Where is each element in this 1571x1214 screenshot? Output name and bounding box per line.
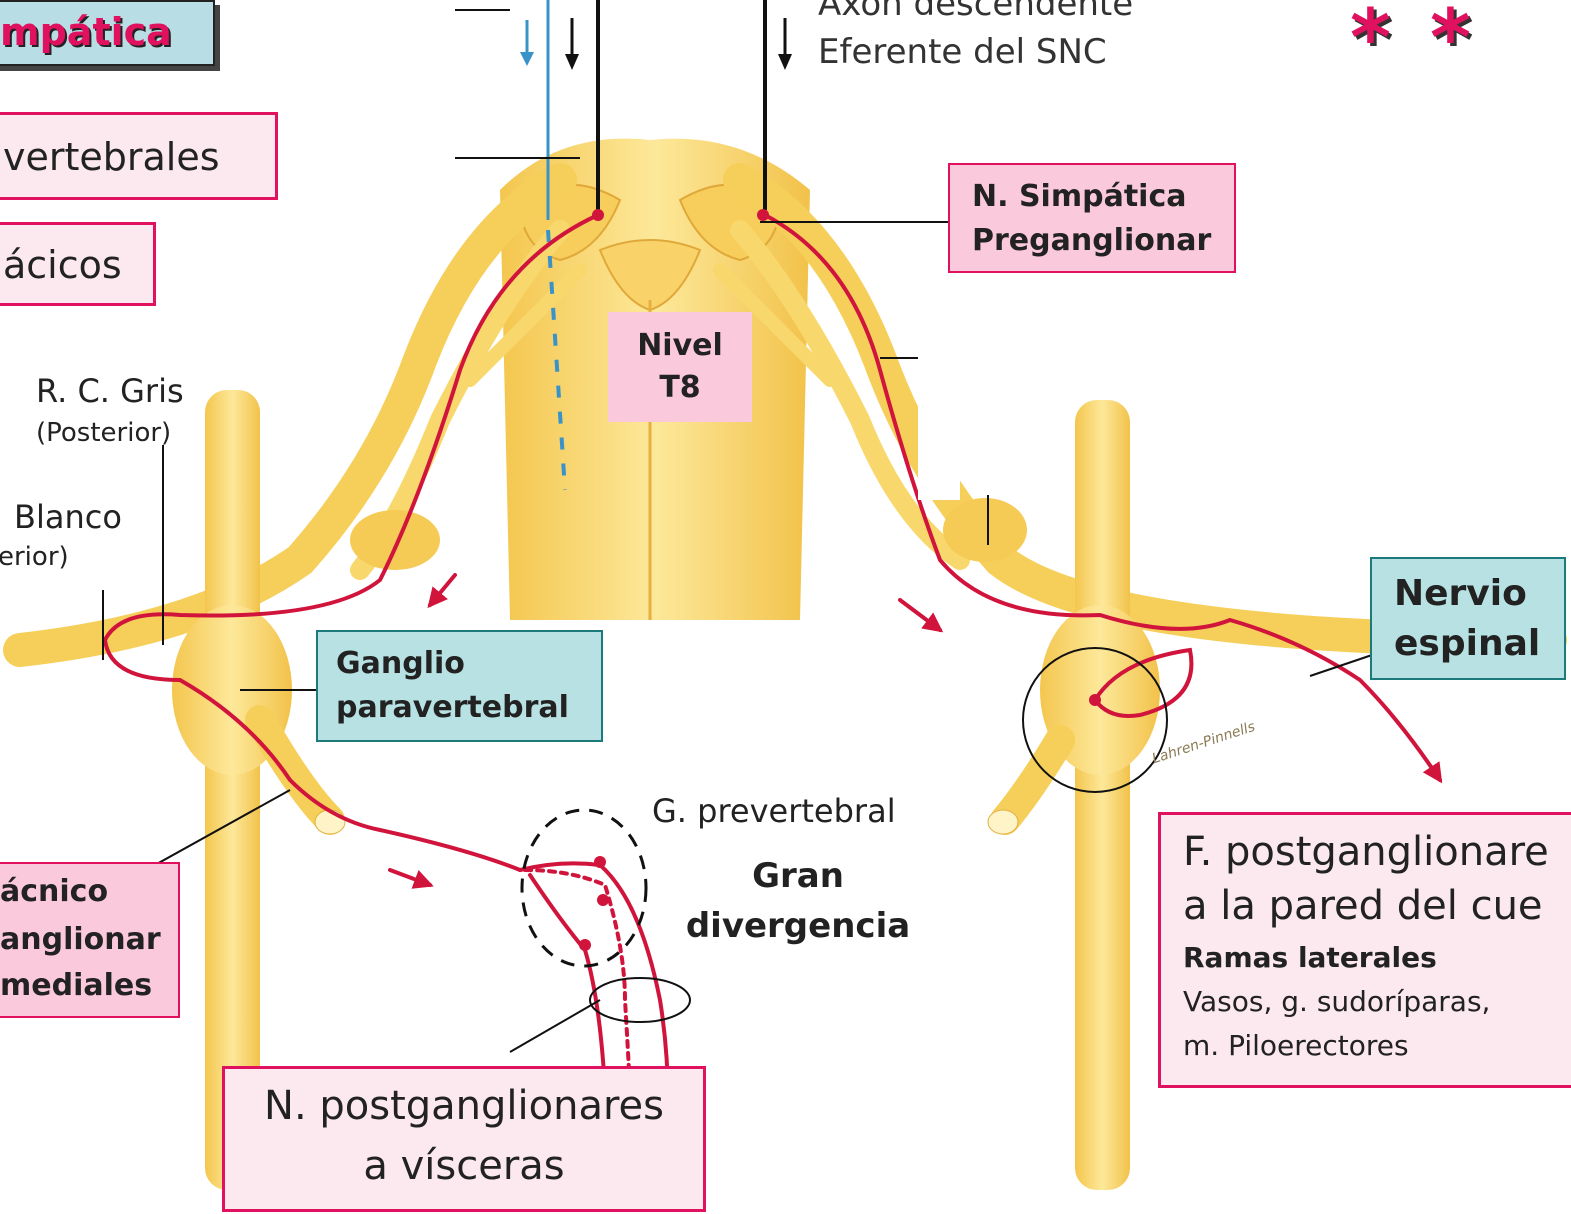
pared-line2: a la pared del cue [1183, 883, 1543, 929]
importance-stars: * * [1350, 0, 1477, 84]
vertebrales-text: vertebrales [3, 135, 220, 179]
nervio-line1: Nervio [1394, 573, 1527, 614]
gran-divergencia-line1: Gran [680, 856, 916, 896]
section-title-box: mpática [0, 0, 215, 66]
acicos-box: ácicos [0, 222, 156, 306]
gran-divergencia-line2: divergencia [680, 906, 916, 946]
rc-gris-posterior-label: (Posterior) [36, 418, 171, 448]
esplacnico-box: ácnico anglionar mediales [0, 862, 180, 1018]
axon-descendente-label: Axón descendente [818, 0, 1133, 24]
ganglio-line2: paravertebral [336, 690, 569, 725]
level-box: Nivel T8 [608, 312, 752, 422]
eferente-label: Eferente del SNC [818, 32, 1107, 72]
rc-blanco-anterior-label: erior) [0, 542, 69, 572]
section-title: mpática [0, 10, 172, 54]
level-line2: T8 [608, 370, 752, 405]
visceras-line2: a vísceras [225, 1143, 703, 1189]
ganglio-line1: Ganglio [336, 646, 465, 681]
preganglionar-line1: N. Simpática [972, 179, 1186, 214]
g-prevertebral-label: G. prevertebral [652, 792, 896, 830]
esplacnico-line3: mediales [0, 968, 152, 1003]
ganglio-paravertebral-box: Ganglio paravertebral [316, 630, 603, 742]
rc-blanco-label: Blanco [14, 498, 122, 536]
right-sympathetic-chain [943, 400, 1160, 1190]
piloerectores-label: m. Piloerectores [1183, 1029, 1409, 1062]
visceras-line1: N. postganglionares [225, 1083, 703, 1129]
level-line1: Nivel [608, 328, 752, 363]
vasos-label: Vasos, g. sudoríparas, [1183, 985, 1490, 1018]
ramas-laterales-label: Ramas laterales [1183, 941, 1437, 974]
blank-patch [918, 330, 960, 500]
pared-line1: F. postganglionare [1183, 829, 1549, 875]
acicos-text: ácicos [3, 243, 122, 287]
esplacnico-line2: anglionar [0, 922, 161, 957]
preganglionar-line2: Preganglionar [972, 223, 1211, 258]
esplacnico-line1: ácnico [0, 874, 108, 909]
postganglionares-visceras-box: N. postganglionares a vísceras [222, 1066, 706, 1212]
nervio-espinal-box: Nervio espinal [1370, 557, 1566, 680]
vertebrales-box: vertebrales [0, 112, 278, 200]
postganglionares-pared-box: F. postganglionare a la pared del cue Ra… [1158, 812, 1571, 1088]
preganglionar-box: N. Simpática Preganglionar [948, 163, 1236, 273]
rc-gris-label: R. C. Gris [36, 372, 184, 410]
nervio-line2: espinal [1394, 623, 1540, 664]
